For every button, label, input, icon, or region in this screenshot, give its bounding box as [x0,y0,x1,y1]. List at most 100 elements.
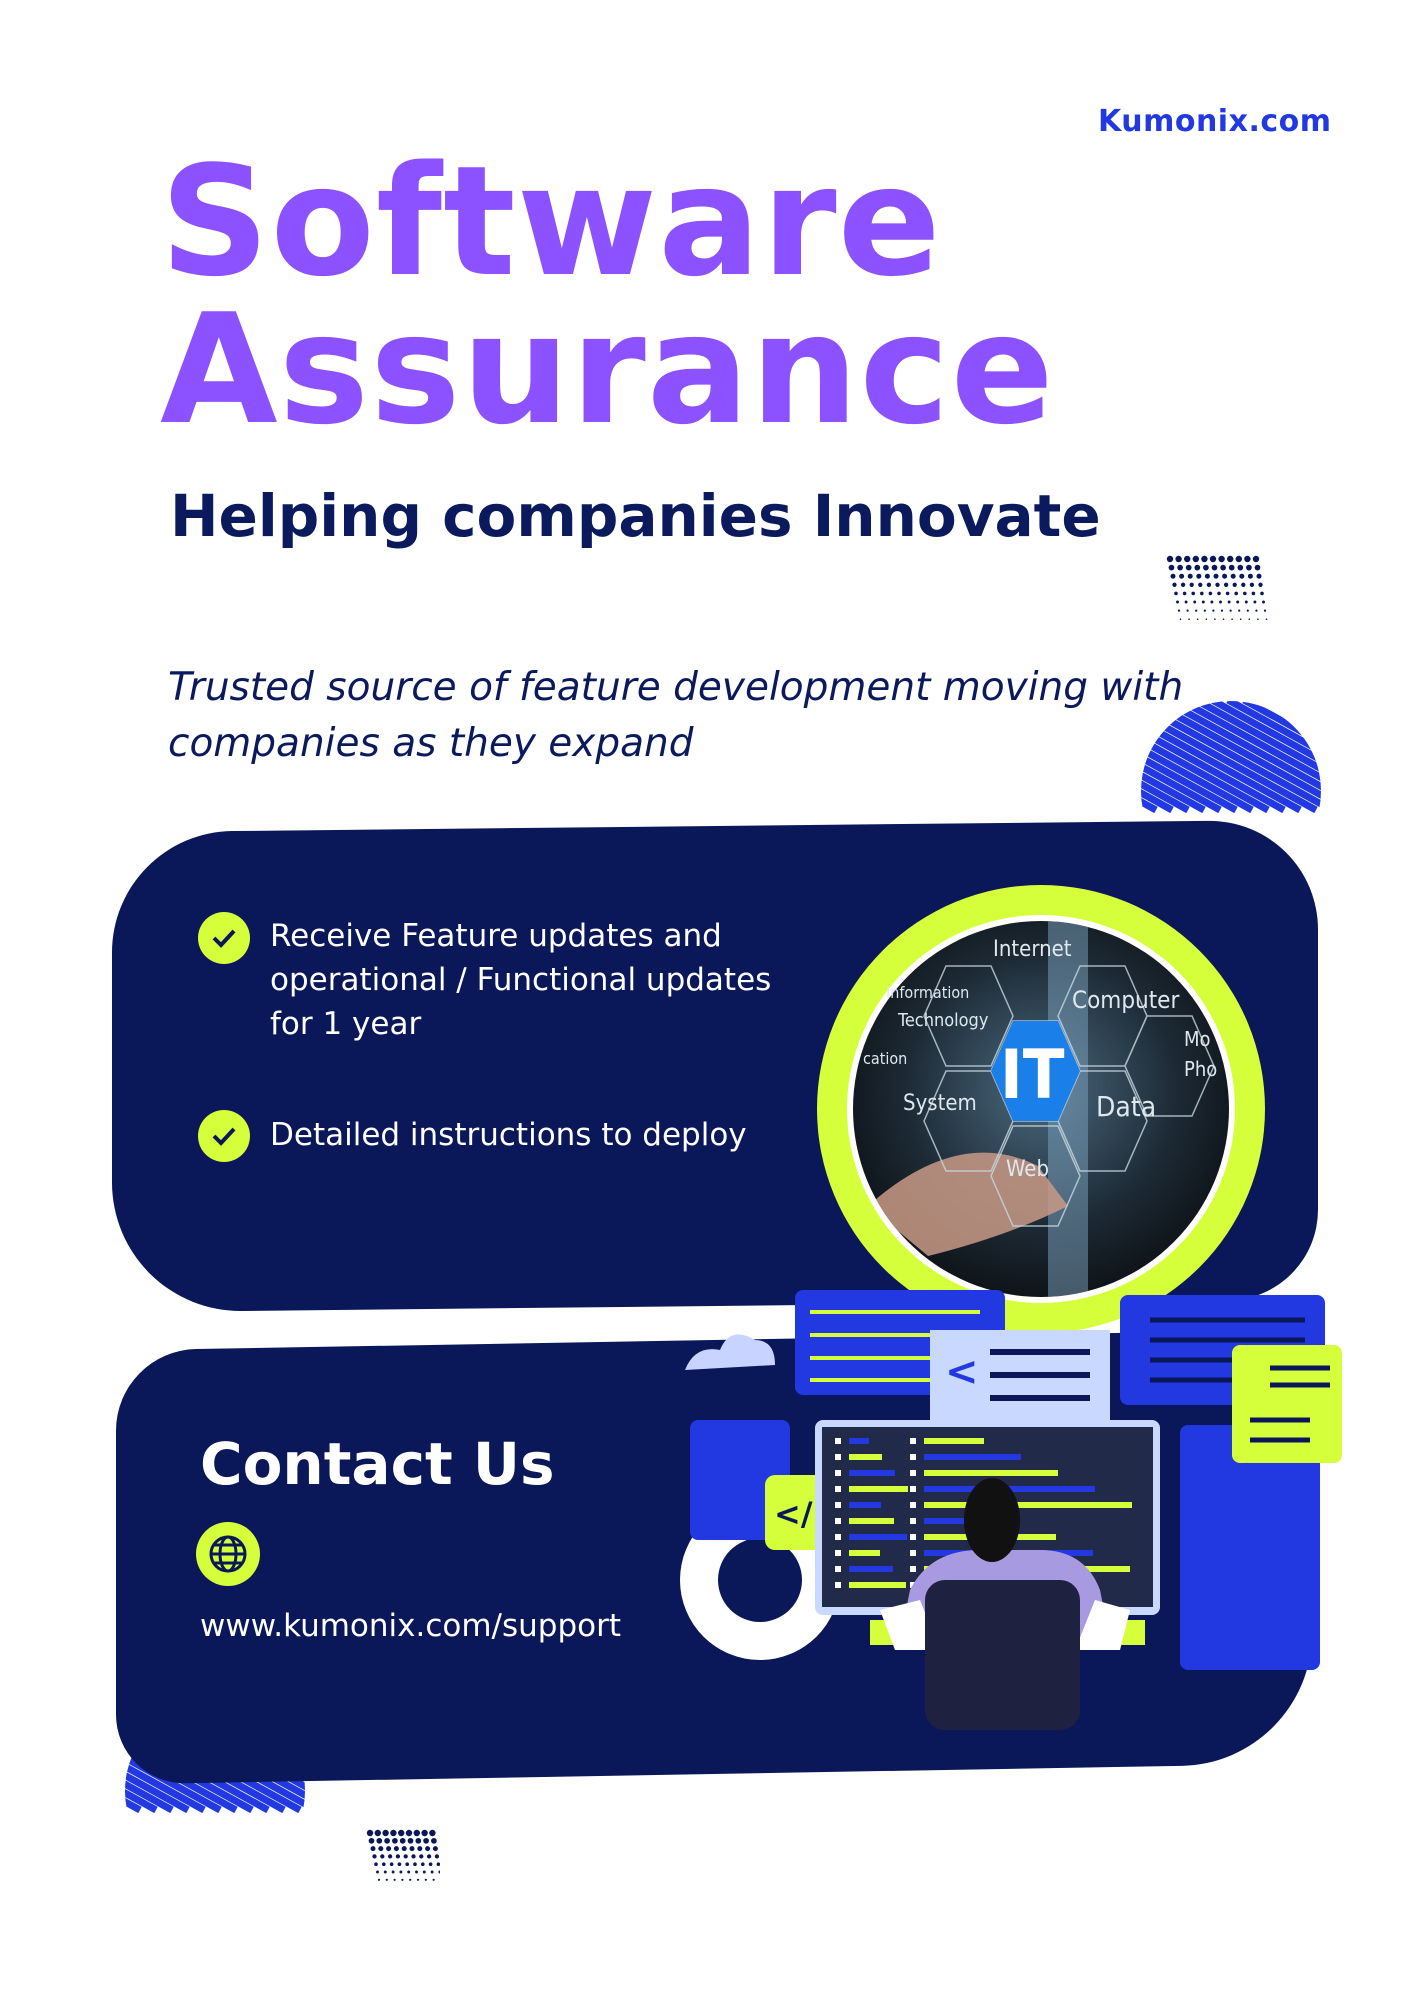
dot [421,1829,428,1837]
stripe [1210,701,1321,814]
stripe [1141,701,1270,814]
dot [1213,573,1219,579]
code-line [924,1502,1132,1508]
dot [1247,573,1253,579]
dot [1244,555,1251,563]
dot [403,1854,408,1859]
code-line [849,1550,880,1556]
code-line [849,1534,907,1540]
brand-website-link[interactable]: Kumonix.com [1098,104,1332,139]
dot [374,1829,381,1837]
dot [1225,591,1230,596]
code-line [849,1470,895,1476]
code-line [849,1582,906,1588]
stripe [1141,701,1238,814]
dot [1177,609,1181,612]
dot [382,1862,386,1866]
dot [423,1837,429,1844]
cloud-icon [685,1334,775,1370]
dot [425,1846,431,1852]
dot [372,1854,377,1859]
dot [1185,564,1192,571]
dot [1253,600,1257,604]
dot [1187,573,1193,579]
code-line [849,1486,908,1492]
dot [1188,618,1190,620]
dot [1172,582,1177,587]
stripe [1141,701,1190,814]
code-line [924,1454,1021,1460]
dot [1179,618,1182,620]
image-word: System [903,1091,977,1116]
dot [1204,573,1210,579]
code-line [924,1470,1058,1476]
dot [1255,609,1258,612]
dot [1227,555,1234,563]
dot [1251,591,1256,596]
dot [409,1878,412,1881]
dot [1241,582,1246,587]
code-line [849,1454,882,1460]
dot [397,1862,402,1866]
dot [405,1829,413,1837]
dot [1258,582,1263,587]
dot [1189,582,1194,587]
dot [380,1854,385,1859]
dot [1175,555,1182,563]
dot [1203,564,1209,571]
dot [426,1854,432,1859]
dot [378,1846,384,1852]
dot [391,1870,395,1874]
dot [1201,555,1208,563]
image-word: Information [886,983,969,1002]
dot [430,1870,434,1874]
image-word: Technology [897,1010,989,1031]
dot [370,1846,376,1852]
dot [421,1862,425,1866]
dot [1203,609,1206,612]
dot [438,1870,440,1874]
dot [1209,555,1217,563]
dot [431,1837,437,1844]
dot [386,1846,392,1852]
image-word: Internet [993,937,1072,962]
dot [1217,591,1221,596]
dot [390,1829,397,1837]
dot [1246,564,1252,571]
dot [1262,600,1265,604]
dot [411,1854,416,1859]
dot [1208,591,1213,596]
stripe [1146,701,1321,814]
dot [1239,573,1245,579]
dot [1184,600,1188,604]
dot [1198,582,1203,587]
support-url-link[interactable]: www.kumonix.com/support [200,1608,622,1644]
dot [413,1862,417,1866]
dot [424,1878,427,1881]
dot [399,1837,406,1844]
dot [417,1846,423,1852]
dot [1182,591,1187,596]
dot [419,1854,424,1859]
stripe [1141,701,1206,814]
feature-item: Receive Feature updates and operational … [270,918,772,1042]
stripe [1141,701,1302,814]
stripe [1141,701,1254,814]
dot [413,1829,420,1837]
stripe [1242,701,1321,814]
stripe [125,1701,174,1814]
dot [382,1829,389,1837]
dot [1235,555,1242,563]
dot [1254,564,1261,571]
dot [1210,600,1214,604]
dot [1176,600,1179,604]
dot [436,1862,440,1866]
dot [1249,582,1255,587]
dot [1232,582,1237,587]
dot [1219,600,1222,604]
dot [1230,573,1236,579]
svg-text:<: < [945,1349,979,1395]
stripe [1178,701,1321,814]
dot [385,1878,388,1881]
dot [1252,555,1260,563]
